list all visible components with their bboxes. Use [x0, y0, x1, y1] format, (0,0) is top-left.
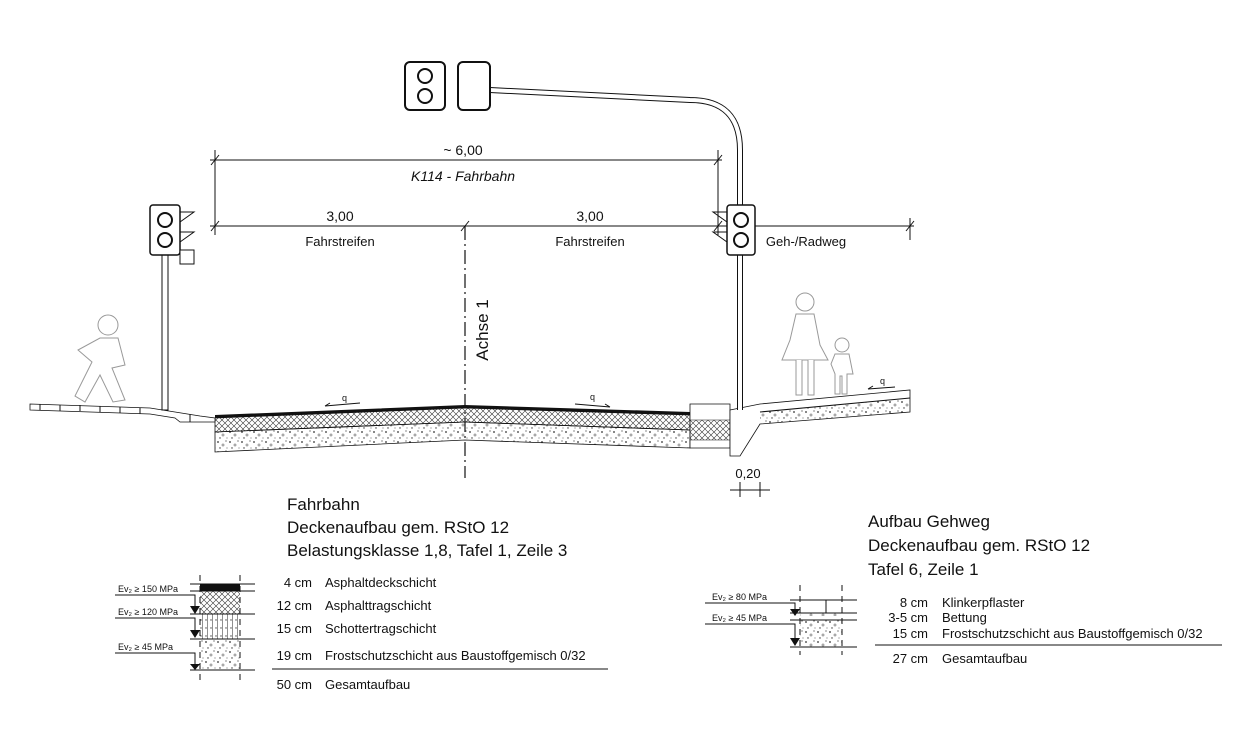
layer-name: Bettung — [942, 610, 987, 625]
layer-thickness: 8 cm — [900, 595, 928, 610]
road-buildup-line3: Belastungsklasse 1,8, Tafel 1, Zeile 3 — [287, 541, 567, 560]
road-ev-1: Ev₂ ≥ 150 MPa — [118, 584, 178, 594]
layer-thickness: 4 cm — [284, 575, 312, 590]
right-sidewalk — [689, 389, 911, 457]
left-sidewalk — [29, 403, 216, 423]
layer-name: Frostschutzschicht aus Baustoffgemisch 0… — [325, 648, 586, 663]
road-buildup-title: Fahrbahn — [287, 495, 360, 514]
lane-dimension: 3,00 Fahrstreifen 3,00 Fahrstreifen Geh-… — [210, 208, 915, 249]
layer-thickness: 19 cm — [277, 648, 312, 663]
layer-name: Asphaltdeckschicht — [325, 575, 437, 590]
road-ev-3: Ev₂ ≥ 45 MPa — [118, 642, 173, 652]
layer-name: Klinkerpflaster — [942, 595, 1025, 610]
total-thickness: 27 cm — [893, 651, 928, 666]
total-width-label: ~ 6,00 — [443, 142, 483, 158]
walk-layer-table: 8 cm Klinkerpflaster 3-5 cm Bettung 15 c… — [875, 595, 1222, 666]
curb-dimension: 0,20 — [730, 466, 770, 497]
road-buildup-line2: Deckenaufbau gem. RStO 12 — [287, 518, 509, 537]
road-layer-table: 4 cm Asphaltdeckschicht 12 cm Asphalttra… — [272, 575, 608, 692]
lane-2-width: 3,00 — [576, 208, 603, 224]
total-name: Gesamtaufbau — [942, 651, 1027, 666]
layer-thickness: 12 cm — [277, 598, 312, 613]
road-name-label: K114 - Fahrbahn — [411, 168, 515, 184]
lane-2-label: Fahrstreifen — [555, 234, 624, 249]
total-thickness: 50 cm — [277, 677, 312, 692]
slope-label-2: q — [590, 392, 595, 402]
total-width-dimension: ~ 6,00 K114 - Fahrbahn — [210, 142, 723, 235]
traffic-light-right — [404, 61, 756, 410]
slope-label-3: q — [880, 376, 885, 386]
road-layer-legend: Ev₂ ≥ 150 MPa Ev₂ ≥ 120 MPa Ev₂ ≥ 45 MPa — [115, 575, 255, 685]
slope-markers: q q q — [324, 376, 896, 408]
layer-thickness: 3-5 cm — [888, 610, 928, 625]
walk-buildup-line3: Tafel 6, Zeile 1 — [868, 560, 979, 579]
sidewalk-label: Geh-/Radweg — [766, 234, 846, 249]
pedestrian-with-child-icon — [781, 292, 854, 396]
layer-thickness: 15 cm — [277, 621, 312, 636]
walk-buildup-block: Aufbau Gehweg Deckenaufbau gem. RStO 12 … — [705, 512, 1222, 666]
walk-buildup-title: Aufbau Gehweg — [868, 512, 990, 531]
slope-label-1: q — [342, 393, 347, 403]
road-body — [214, 405, 691, 453]
road-ev-2: Ev₂ ≥ 120 MPa — [118, 607, 178, 617]
layer-name: Frostschutzschicht aus Baustoffgemisch 0… — [942, 626, 1203, 641]
walk-ev-1: Ev₂ ≥ 80 MPa — [712, 592, 767, 602]
walk-buildup-line2: Deckenaufbau gem. RStO 12 — [868, 536, 1090, 555]
layer-name: Schottertragschicht — [325, 621, 437, 636]
total-name: Gesamtaufbau — [325, 677, 410, 692]
pedestrian-icon — [74, 314, 126, 403]
lane-1-label: Fahrstreifen — [305, 234, 374, 249]
curb-width-label: 0,20 — [735, 466, 760, 481]
walk-layer-legend: Ev₂ ≥ 80 MPa Ev₂ ≥ 45 MPa — [705, 585, 857, 655]
traffic-light-left — [149, 204, 196, 411]
road-buildup-block: Fahrbahn Deckenaufbau gem. RStO 12 Belas… — [115, 495, 608, 692]
lane-1-width: 3,00 — [326, 208, 353, 224]
walk-ev-2: Ev₂ ≥ 45 MPa — [712, 613, 767, 623]
layer-name: Asphalttragschicht — [325, 598, 432, 613]
axis-label: Achse 1 — [473, 299, 492, 360]
layer-thickness: 15 cm — [893, 626, 928, 641]
